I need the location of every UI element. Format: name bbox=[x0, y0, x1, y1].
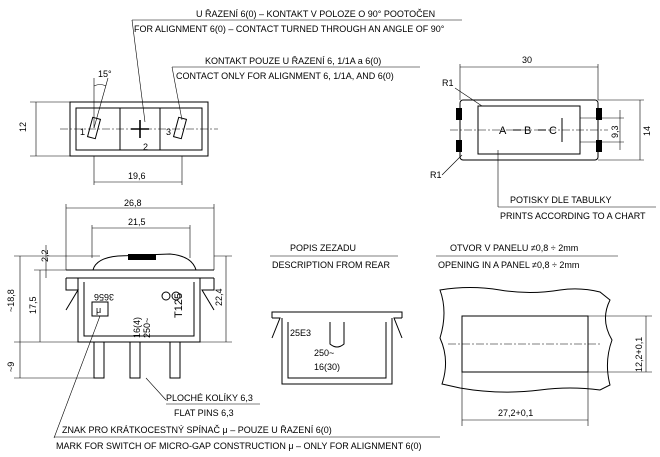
dim-cutout-height: 12,2+0,1 bbox=[634, 337, 644, 372]
dim-side-top: 26,8 bbox=[124, 198, 142, 208]
rear-slot bbox=[329, 322, 345, 348]
side-pin-1 bbox=[93, 341, 105, 379]
note-panel-en: OPENING IN A PANEL ≠0,8 ÷ 2mm bbox=[438, 260, 579, 270]
dim-cutout-width: 27,2+0,1 bbox=[498, 408, 533, 418]
legend-a: A bbox=[499, 125, 507, 137]
rear-view: POPIS ZEZADU DESCRIPTION FROM REAR 25E3 … bbox=[270, 243, 403, 385]
side-t-rating: T125 bbox=[173, 293, 185, 318]
dim-top-width: 19,6 bbox=[128, 171, 146, 181]
side-mu-mark: μ bbox=[96, 305, 101, 315]
note-alignment-en: FOR ALIGNMENT 6(0) – CONTACT TURNED THRO… bbox=[134, 24, 445, 34]
dim-side-overall: ~18,8 bbox=[6, 289, 16, 312]
note-pins-cz: PLOCHÉ KOLÍKY 6,3 bbox=[166, 393, 253, 403]
dim-side-pins: ~9 bbox=[6, 362, 16, 372]
note-rear-en: DESCRIPTION FROM REAR bbox=[272, 260, 391, 270]
rocker-cap bbox=[128, 254, 156, 260]
rear-rating-a: 16(30) bbox=[314, 362, 340, 372]
leader-alignment bbox=[131, 19, 146, 123]
side-rating-v: 250~ bbox=[142, 318, 152, 338]
note-prints-cz: POTISKY DLE TABULKY bbox=[510, 195, 612, 205]
dim-side-right: 22,4 bbox=[214, 288, 224, 306]
dim-radius-bottom: R1 bbox=[430, 170, 442, 180]
rear-left-clip bbox=[271, 317, 281, 339]
pin-1-label: 1 bbox=[80, 127, 85, 137]
dim-front-inner: 9,3 bbox=[610, 125, 620, 138]
note-rear-cz: POPIS ZEZADU bbox=[290, 243, 356, 253]
rear-rating-v: 250~ bbox=[314, 348, 334, 358]
side-code: 3656 bbox=[94, 292, 114, 302]
dim-front-height: 14 bbox=[642, 126, 652, 136]
note-contact-en: CONTACT ONLY FOR ALIGNMENT 6, 1/1A, AND … bbox=[176, 71, 394, 81]
pin-3-label: 3 bbox=[166, 127, 171, 137]
rear-right-clip bbox=[393, 317, 403, 339]
side-rating-a: 16(4) bbox=[132, 317, 142, 338]
dim-side-inner: 21,5 bbox=[128, 217, 146, 227]
side-pin-2 bbox=[129, 341, 141, 379]
panel-cutout-view: OTVOR V PANELU ≠0,8 ÷ 2mm OPENING IN A P… bbox=[436, 243, 652, 426]
front-view: A B C 30 9,3 14 R1 R1 POTISKY DLE TABULK… bbox=[430, 55, 656, 221]
left-spring-clip bbox=[65, 278, 79, 311]
legend-c: C bbox=[549, 125, 557, 137]
note-mark-cz: ZNAK PRO KRÁTKOCESTNÝ SPÍNAČ μ – POUZE U… bbox=[62, 425, 332, 435]
note-pins-en: FLAT PINS 6,3 bbox=[174, 408, 234, 418]
dim-side-body: 17,5 bbox=[28, 296, 38, 314]
side-view: 3656 μ 16(4) 250~ T125 26,8 21,5 2,2 ~18… bbox=[6, 198, 440, 451]
note-mark-en: MARK FOR SWITCH OF MICRO-GAP CONSTRUCTIO… bbox=[56, 441, 422, 451]
pin-3-icon bbox=[172, 116, 188, 140]
leader-contact bbox=[171, 66, 183, 121]
rear-code: 25E3 bbox=[290, 328, 311, 338]
note-prints-en: PRINTS ACCORDING TO A CHART bbox=[500, 211, 646, 221]
dim-top-height: 12 bbox=[18, 122, 28, 132]
note-contact-cz: KONTAKT POUZE U ŘAZENÍ 6, 1/1A a 6(0) bbox=[205, 56, 381, 66]
rear-body-outline bbox=[281, 318, 393, 385]
right-spring-clip bbox=[201, 278, 215, 311]
side-pin-3 bbox=[169, 341, 181, 379]
top-view: 1 2 3 15° 12 19,6 bbox=[18, 69, 218, 185]
dim-front-width: 30 bbox=[522, 55, 532, 65]
pin-2-label: 2 bbox=[143, 142, 148, 152]
note-alignment-cz: U ŘAZENÍ 6(0) – KONTAKT V POLOZE O 90° P… bbox=[196, 9, 435, 19]
note-panel-cz: OTVOR V PANELU ≠0,8 ÷ 2mm bbox=[450, 243, 578, 253]
dim-radius-top: R1 bbox=[442, 78, 454, 88]
panel-outline bbox=[439, 287, 613, 393]
dim-angle: 15° bbox=[98, 69, 112, 79]
legend-b: B bbox=[524, 125, 531, 137]
